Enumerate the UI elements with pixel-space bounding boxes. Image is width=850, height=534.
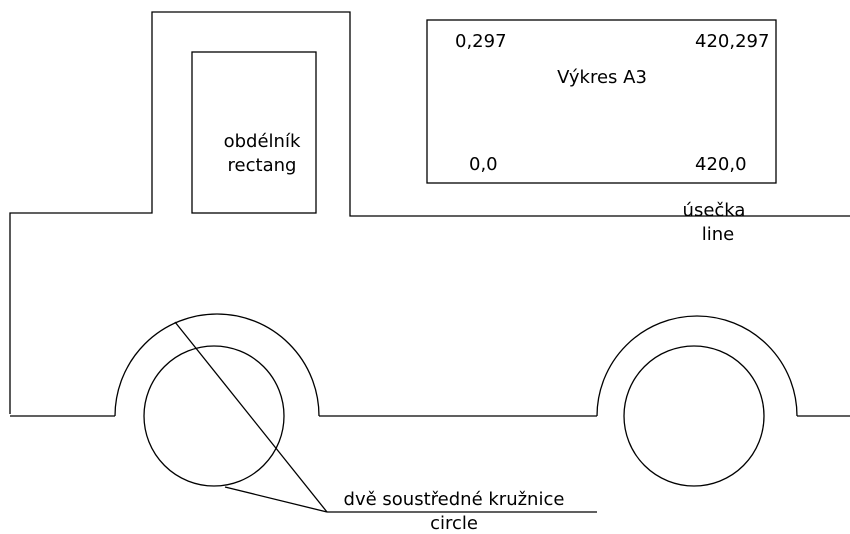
rectangle-label-czech: obdélník	[224, 131, 301, 152]
truck-body-outline	[9, 11, 850, 414]
circle-label-english: circle	[430, 513, 478, 534]
line-label-english: line	[702, 224, 734, 245]
circle-leader-outer	[174, 321, 328, 513]
cab-window-rectangle	[191, 51, 317, 214]
rectangle-label-english: rectang	[228, 155, 297, 176]
rear-wheel-circle	[623, 345, 765, 487]
front-wheel-circle	[143, 345, 285, 487]
sheet-corner-top-right: 420,297	[695, 31, 769, 52]
circle-label-czech: dvě soustředné kružnice	[344, 489, 565, 510]
circle-leader-inner	[224, 486, 328, 513]
sheet-corner-bottom-left: 0,0	[469, 154, 498, 175]
line-label-czech: úsečka	[683, 200, 746, 221]
sheet-title: Výkres A3	[557, 67, 647, 88]
front-wheel-arch	[114, 313, 320, 417]
sheet-corner-top-left: 0,297	[455, 31, 507, 52]
sheet-corner-bottom-right: 420,0	[695, 154, 747, 175]
a3-sheet-frame	[426, 19, 777, 184]
rear-wheel-arch	[596, 315, 798, 417]
